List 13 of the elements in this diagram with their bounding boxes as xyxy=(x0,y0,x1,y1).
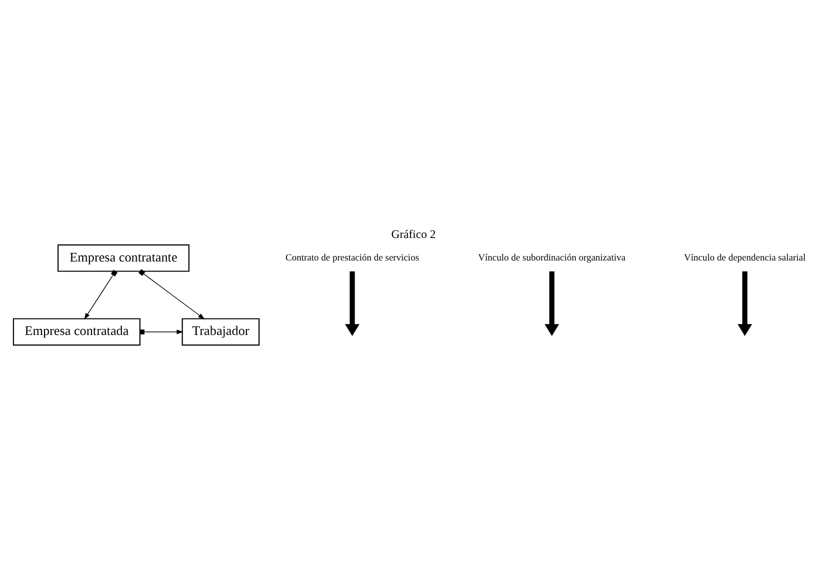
arrow xyxy=(140,330,184,334)
node-text: Vínculo de dependencia salarial xyxy=(684,254,806,264)
node-box: Empresa contratada xyxy=(12,318,140,346)
arrow xyxy=(738,271,752,336)
arrow xyxy=(84,270,118,320)
node-box: Trabajador xyxy=(182,318,260,346)
arrow xyxy=(345,271,360,336)
node-box: Empresa contratante xyxy=(58,244,190,272)
arrow xyxy=(544,271,560,336)
diagram-title: Gráfico 2 xyxy=(391,228,436,242)
arrow xyxy=(138,269,205,320)
node-text: Vínculo de subordinación organizativa xyxy=(478,254,626,264)
node-text: Contrato de prestación de servicios xyxy=(286,254,420,264)
